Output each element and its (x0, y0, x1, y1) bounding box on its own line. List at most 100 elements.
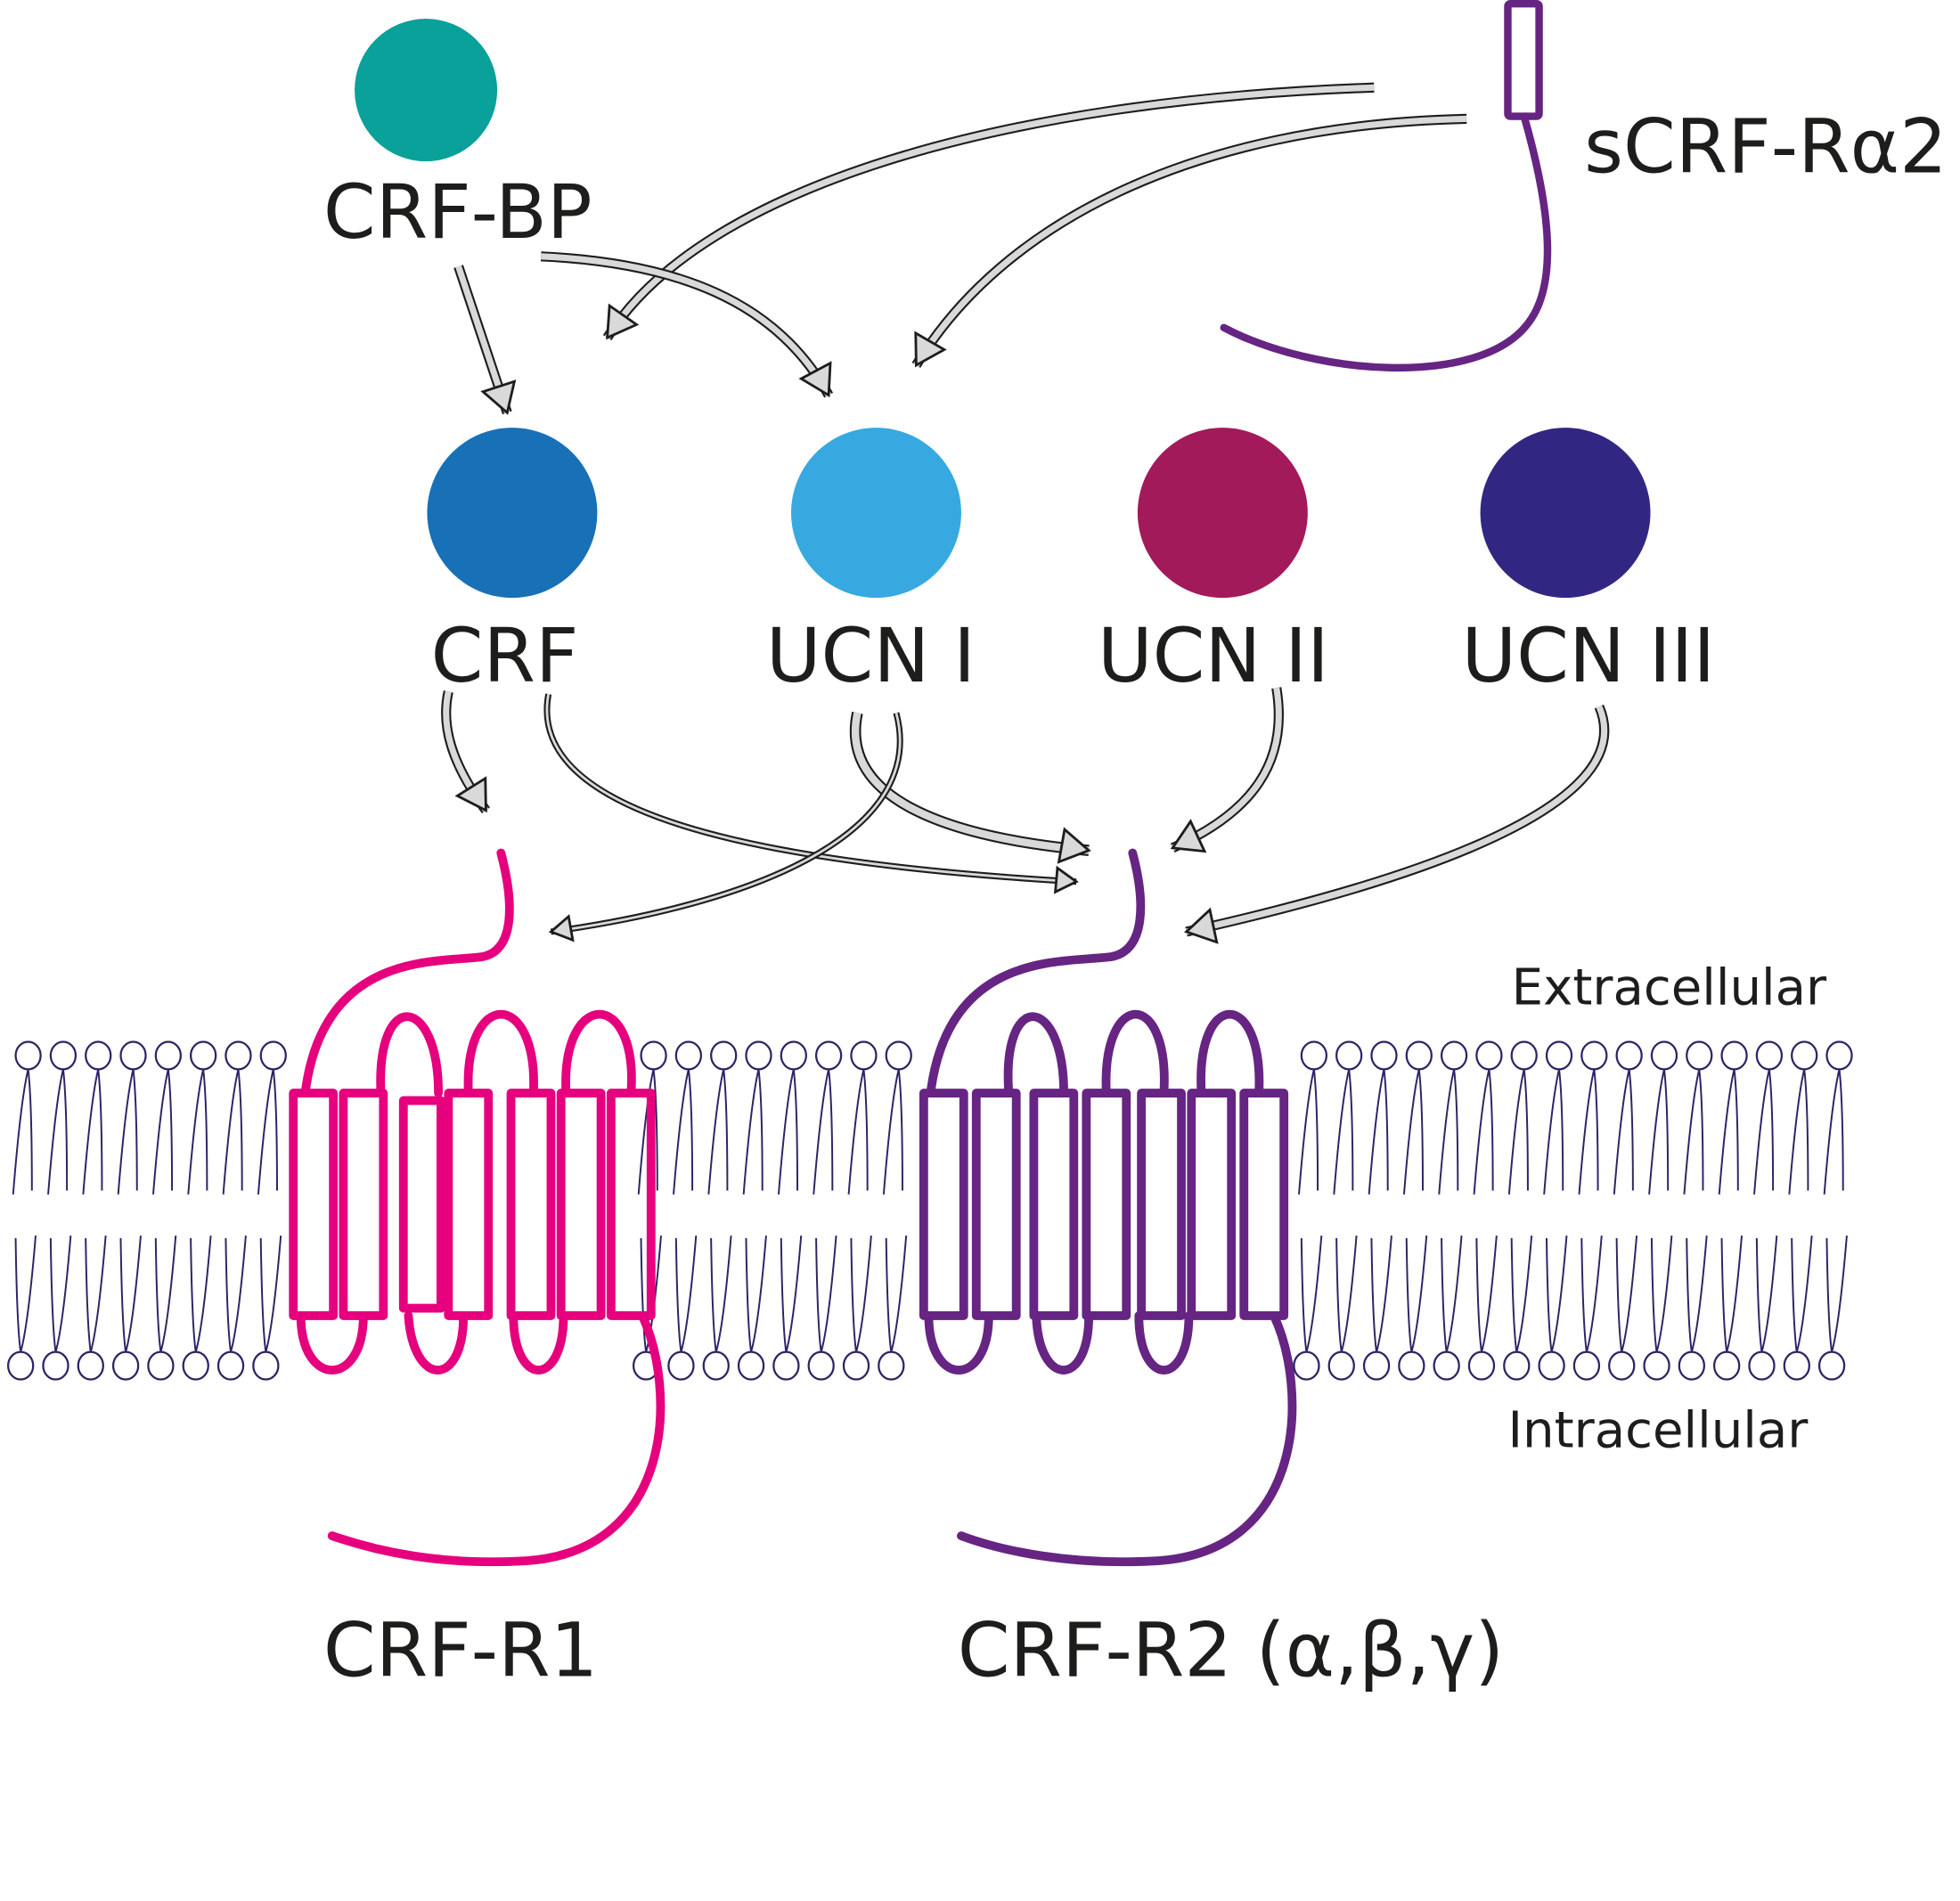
lipid-tail (82, 1069, 103, 1195)
crf-r1-receptor (289, 848, 666, 1567)
lipid-head (674, 1040, 703, 1071)
lipid-tail (85, 1236, 107, 1352)
lipid-tail (47, 1069, 69, 1195)
lipid-tail (12, 1069, 33, 1195)
lipid-tail (1507, 1069, 1529, 1195)
arrow-shaft-fill (852, 712, 1090, 854)
crf-bp-circle (355, 19, 498, 162)
lipid-head (1335, 1040, 1363, 1071)
lipid-head (1510, 1040, 1538, 1071)
crf-circle (427, 428, 598, 599)
ucn2-label: UCN II (1098, 612, 1329, 699)
lipid-tail (1650, 1236, 1673, 1352)
lipid-tail (1298, 1069, 1319, 1195)
lipid-head (1370, 1040, 1398, 1071)
ucn3-circle (1480, 428, 1651, 599)
ucn1-label: UCN I (766, 612, 976, 699)
lipid-head (780, 1040, 807, 1071)
lipid-tail (1825, 1236, 1848, 1352)
arrow-head (1053, 865, 1079, 894)
lipid-head (1327, 1350, 1355, 1381)
lipid-tail (1368, 1069, 1389, 1195)
arrow-head (606, 303, 640, 340)
lipid-tail (1335, 1236, 1358, 1352)
lipid-tail (815, 1236, 837, 1352)
lipid-tail (1578, 1069, 1599, 1195)
arrow-head (548, 914, 575, 942)
lipid-tail (225, 1236, 247, 1352)
lipid-head (1783, 1350, 1810, 1381)
lipid-head (77, 1350, 104, 1381)
ucn3-label: UCN III (1462, 612, 1716, 699)
lipid-head (259, 1040, 287, 1071)
lipid-head (1686, 1040, 1713, 1071)
lipid-tail (117, 1069, 138, 1195)
arrow-shaft-fill (913, 115, 1467, 367)
lipid-head (1650, 1040, 1678, 1071)
lipid-head (885, 1040, 912, 1071)
lipid-tail (152, 1069, 174, 1195)
lipid-head (147, 1350, 175, 1381)
scrf-ra2-label: sCRF-Rα2 (1584, 103, 1948, 191)
lipid-head (1433, 1350, 1460, 1381)
lipid-head (878, 1350, 905, 1381)
lipid-tail (14, 1236, 37, 1352)
lipid-tail (1686, 1236, 1708, 1352)
lipid-head (154, 1040, 183, 1071)
lipid-head (814, 1040, 843, 1071)
lipid-head (1475, 1040, 1503, 1071)
lipid-tail (1370, 1236, 1392, 1352)
lipid-head (1538, 1350, 1565, 1381)
lipid-tail (1333, 1069, 1354, 1195)
lipid-tail (1475, 1236, 1498, 1352)
crf-bp-label: CRF-BP (323, 168, 592, 256)
lipid-tail (1473, 1069, 1494, 1195)
lipid-tail (1718, 1069, 1739, 1195)
lipid-head (1580, 1040, 1608, 1071)
arrow-shaft-fill (1171, 687, 1282, 852)
lipid-tail (1648, 1069, 1670, 1195)
lipid-head (1545, 1040, 1573, 1071)
crf-r2-receptor (919, 848, 1297, 1567)
lipid-tail (1580, 1236, 1603, 1352)
lipid-tail (1791, 1236, 1813, 1352)
arrow-shaft (550, 712, 903, 935)
lipid-tail (707, 1069, 729, 1195)
arrow-shaft-fill (541, 253, 832, 397)
lipid-head (1572, 1350, 1601, 1381)
lipid-bilayer (7, 1040, 1853, 1381)
arrow-shaft-fill (545, 693, 1077, 884)
lipid-head (1712, 1350, 1741, 1381)
lipid-head (737, 1350, 765, 1381)
lipid-head (1503, 1350, 1531, 1381)
lipid-head (119, 1040, 147, 1071)
lipid-tail (1510, 1236, 1533, 1352)
lipid-head (745, 1040, 772, 1071)
lipid-tail (257, 1069, 278, 1195)
lipid-head (850, 1040, 878, 1071)
lipid-tail (882, 1069, 903, 1195)
lipid-tail (222, 1069, 243, 1195)
lipid-head (1755, 1040, 1784, 1071)
lipid-head (702, 1350, 730, 1381)
lipid-tail (1683, 1069, 1704, 1195)
lipid-head (1615, 1040, 1643, 1071)
arrow-shaft (1185, 705, 1610, 937)
lipid-tail (1405, 1236, 1428, 1352)
lipid-head (1720, 1040, 1748, 1071)
lipid-head (1293, 1350, 1320, 1381)
lipid-head (111, 1350, 140, 1381)
arrow-head (1183, 907, 1219, 944)
lipid-head (842, 1350, 870, 1381)
lipid-tail (850, 1236, 872, 1352)
lipid-head (1678, 1350, 1706, 1381)
lipid-head (1398, 1350, 1425, 1381)
intracellular-label: Intracellular (1507, 1401, 1809, 1459)
lipid-head (772, 1350, 800, 1381)
lipid-tail (813, 1069, 834, 1195)
lipid-head (640, 1040, 667, 1071)
lipid-tail (1788, 1069, 1809, 1195)
lipid-head (7, 1350, 35, 1381)
lipid-tail (780, 1236, 803, 1352)
crf-r2-label: CRF-R2 (α,β,γ) (958, 1606, 1504, 1693)
